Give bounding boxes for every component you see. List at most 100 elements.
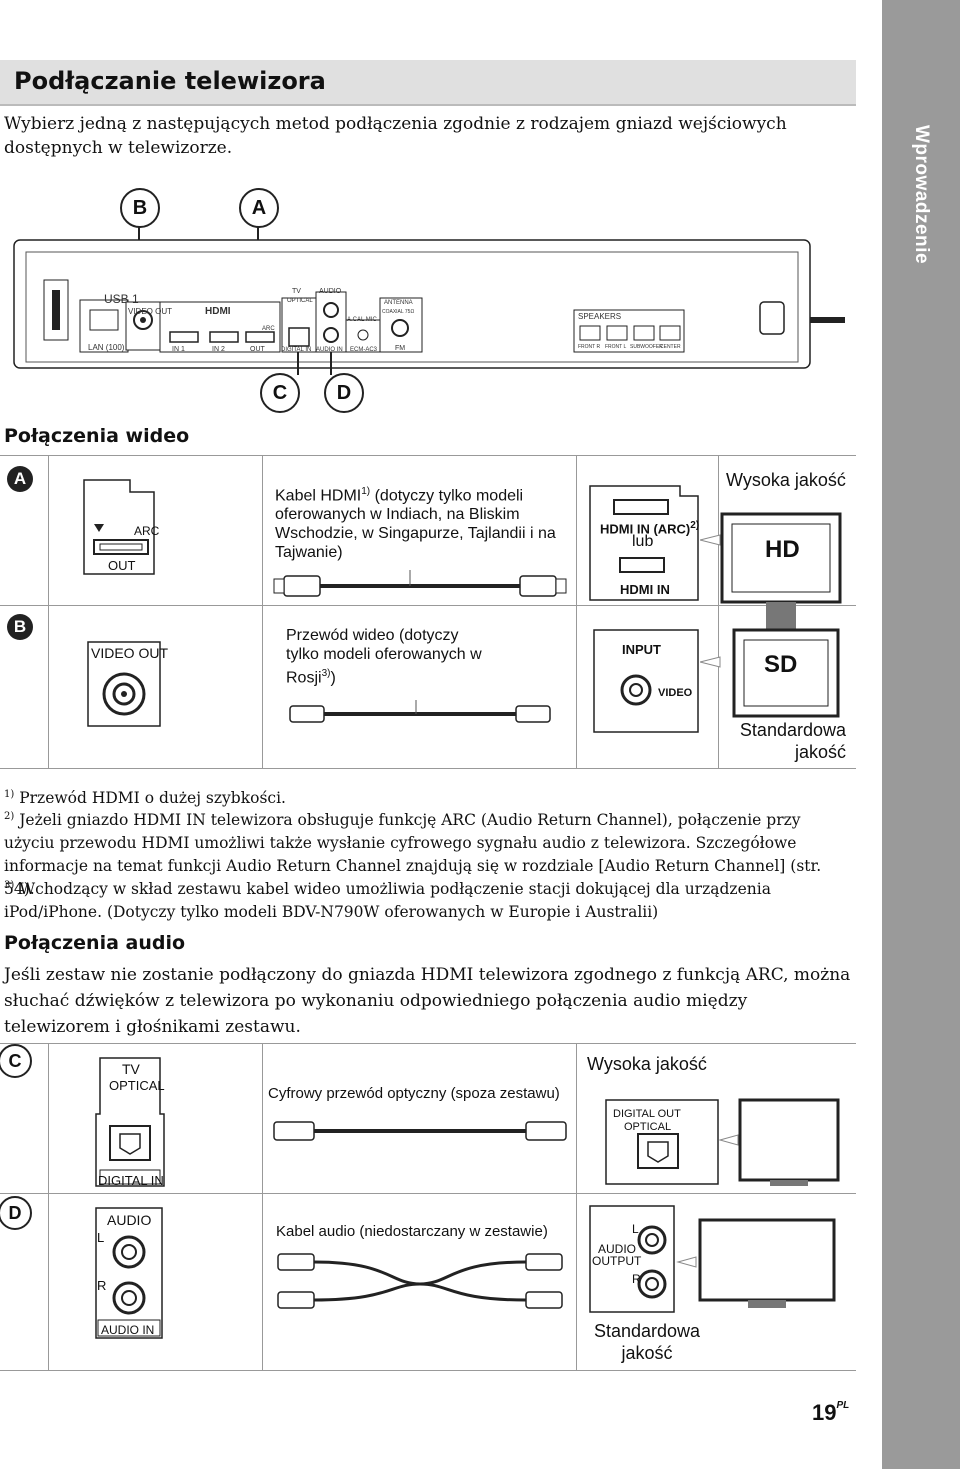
svg-text:DIGITAL IN: DIGITAL IN	[281, 347, 311, 353]
svg-text:FRONT R: FRONT R	[578, 344, 601, 350]
tv-l-label: L	[632, 1222, 639, 1236]
badge-c: C	[0, 1044, 32, 1078]
jack-l-label: L	[97, 1230, 105, 1245]
tv-hdmi-in-arc: HDMI IN (ARC)2)	[600, 520, 700, 537]
video-cable-desc: Przewód wideo (dotyczy tylko modeli ofer…	[286, 627, 482, 687]
divider	[576, 1043, 577, 1370]
hd-screen-label: HD	[765, 536, 800, 563]
label-usb: USB 1	[104, 292, 139, 306]
quality-high-audio: Wysoka jakość	[587, 1054, 707, 1074]
audio-section-title: Połączenia audio	[4, 932, 186, 954]
video-out-jack	[87, 641, 161, 727]
svg-text:OPTICAL: OPTICAL	[287, 298, 313, 304]
audio-cable	[277, 1253, 563, 1309]
footnote-1: 1) Przewód HDMI o dużej szybkości.	[4, 789, 286, 808]
divider	[0, 1370, 856, 1371]
svg-text:ARC: ARC	[262, 326, 275, 332]
svg-text:AUDIO IN: AUDIO IN	[316, 347, 343, 353]
section-sidebar: Wprowadzenie	[882, 0, 960, 1469]
sidebar-label: Wprowadzenie	[911, 125, 932, 265]
audio-in-label: AUDIO IN	[101, 1323, 155, 1337]
divider	[262, 1043, 263, 1370]
audio-in-jack	[95, 1207, 163, 1339]
sd-screen-label: SD	[764, 651, 798, 678]
hdmi-cable-desc: Kabel HDMI1) (dotyczy tylko modeli ofero…	[275, 486, 556, 562]
tv-sd-icon	[700, 612, 840, 718]
divider	[718, 455, 719, 768]
tv-optical-label: OPTICAL	[624, 1121, 672, 1133]
footnote-2: 2) Jeżeli gniazdo HDMI IN telewizora obs…	[4, 811, 822, 899]
badge-b-top: B	[120, 188, 160, 228]
digital-in-label: DIGITAL IN	[98, 1173, 164, 1188]
badge-a: A	[7, 466, 33, 492]
footnote-3: 3) Wchodzący w skład zestawu kabel wideo…	[4, 880, 771, 922]
svg-text:FM: FM	[395, 345, 405, 352]
svg-text:IN 1: IN 1	[172, 346, 185, 353]
quality-standard-label: Standardowa jakość	[739, 720, 846, 762]
svg-text:FRONT L: FRONT L	[605, 344, 627, 350]
hdmi-cable	[273, 570, 567, 597]
page-title: Podłączanie telewizora	[14, 67, 326, 95]
svg-text:CENTER: CENTER	[660, 344, 681, 350]
jack-tv-label: TV	[122, 1061, 140, 1077]
divider	[262, 455, 263, 768]
svg-text:LAN (100): LAN (100)	[88, 343, 125, 352]
svg-text:OUT: OUT	[250, 346, 266, 353]
jack-optical-label: OPTICAL	[109, 1078, 165, 1093]
video-section-title: Połączenia wideo	[4, 425, 190, 447]
optical-cable	[273, 1121, 567, 1141]
svg-text:AUDIO: AUDIO	[319, 288, 342, 295]
tv-optical-panel	[605, 1098, 840, 1186]
rear-panel-diagram: USB 1 VIDEO OUT HDMI LAN (100) IN 1 IN 2…	[13, 222, 845, 375]
tv-video-panel	[593, 629, 699, 733]
jack-out-label: OUT	[108, 558, 136, 573]
tv-audio-panel	[589, 1205, 836, 1313]
optical-in-jack	[95, 1057, 165, 1187]
quality-standard-audio: Standardowa jakość	[593, 1321, 701, 1363]
divider	[0, 768, 856, 769]
svg-text:IN 2: IN 2	[212, 346, 225, 353]
badge-d: D	[0, 1196, 32, 1230]
quality-high-label: Wysoka jakość	[726, 470, 846, 490]
divider	[48, 1043, 49, 1370]
video-cable	[289, 700, 551, 723]
svg-text:ECM-AC3: ECM-AC3	[350, 347, 378, 353]
audio-cable-desc: Kabel audio (niedostarczany w zestawie)	[276, 1223, 548, 1240]
svg-text:COAXIAL 75Ω: COAXIAL 75Ω	[382, 309, 414, 315]
tv-input-label: INPUT	[622, 642, 661, 657]
divider	[0, 1043, 856, 1044]
tv-output-label: OUTPUT	[592, 1254, 642, 1268]
optical-cable-desc: Cyfrowy przewód optyczny (spoza zestawu)	[268, 1085, 560, 1102]
divider	[48, 455, 49, 768]
video-out-label: VIDEO OUT	[91, 645, 169, 661]
tv-video-label: VIDEO	[658, 687, 693, 699]
page-number: 19PL	[812, 1400, 850, 1425]
tv-r-label: R	[632, 1272, 641, 1286]
svg-text:ANTENNA: ANTENNA	[384, 300, 413, 306]
jack-audio-label: AUDIO	[107, 1212, 152, 1228]
badge-c-top: C	[260, 373, 300, 413]
divider	[0, 605, 856, 606]
audio-text: Jeśli zestaw nie zostanie podłączony do …	[4, 965, 851, 1037]
title-bar	[0, 60, 856, 106]
badge-d-top: D	[324, 373, 364, 413]
intro-text: Wybierz jedną z następujących metod podł…	[4, 114, 787, 158]
divider	[0, 455, 856, 456]
divider	[0, 1193, 856, 1194]
svg-text:VIDEO OUT: VIDEO OUT	[128, 307, 172, 316]
svg-text:HDMI: HDMI	[205, 306, 231, 317]
divider	[576, 455, 577, 768]
tv-hdmi-panel	[589, 485, 699, 601]
tv-audio-label: AUDIO	[598, 1242, 637, 1256]
badge-a-top: A	[239, 188, 279, 228]
svg-text:A.CAL MIC: A.CAL MIC	[347, 317, 377, 323]
tv-or-label: lub	[632, 533, 654, 550]
badge-b: B	[7, 614, 33, 640]
jack-r-label: R	[97, 1278, 107, 1293]
svg-text:SPEAKERS: SPEAKERS	[578, 312, 621, 321]
svg-text:TV: TV	[292, 288, 301, 295]
svg-text:SUBWOOFER: SUBWOOFER	[630, 344, 663, 350]
jack-arc-label: ARC	[134, 524, 160, 538]
hdmi-out-jack	[83, 479, 155, 575]
tv-hd-icon	[700, 512, 842, 630]
